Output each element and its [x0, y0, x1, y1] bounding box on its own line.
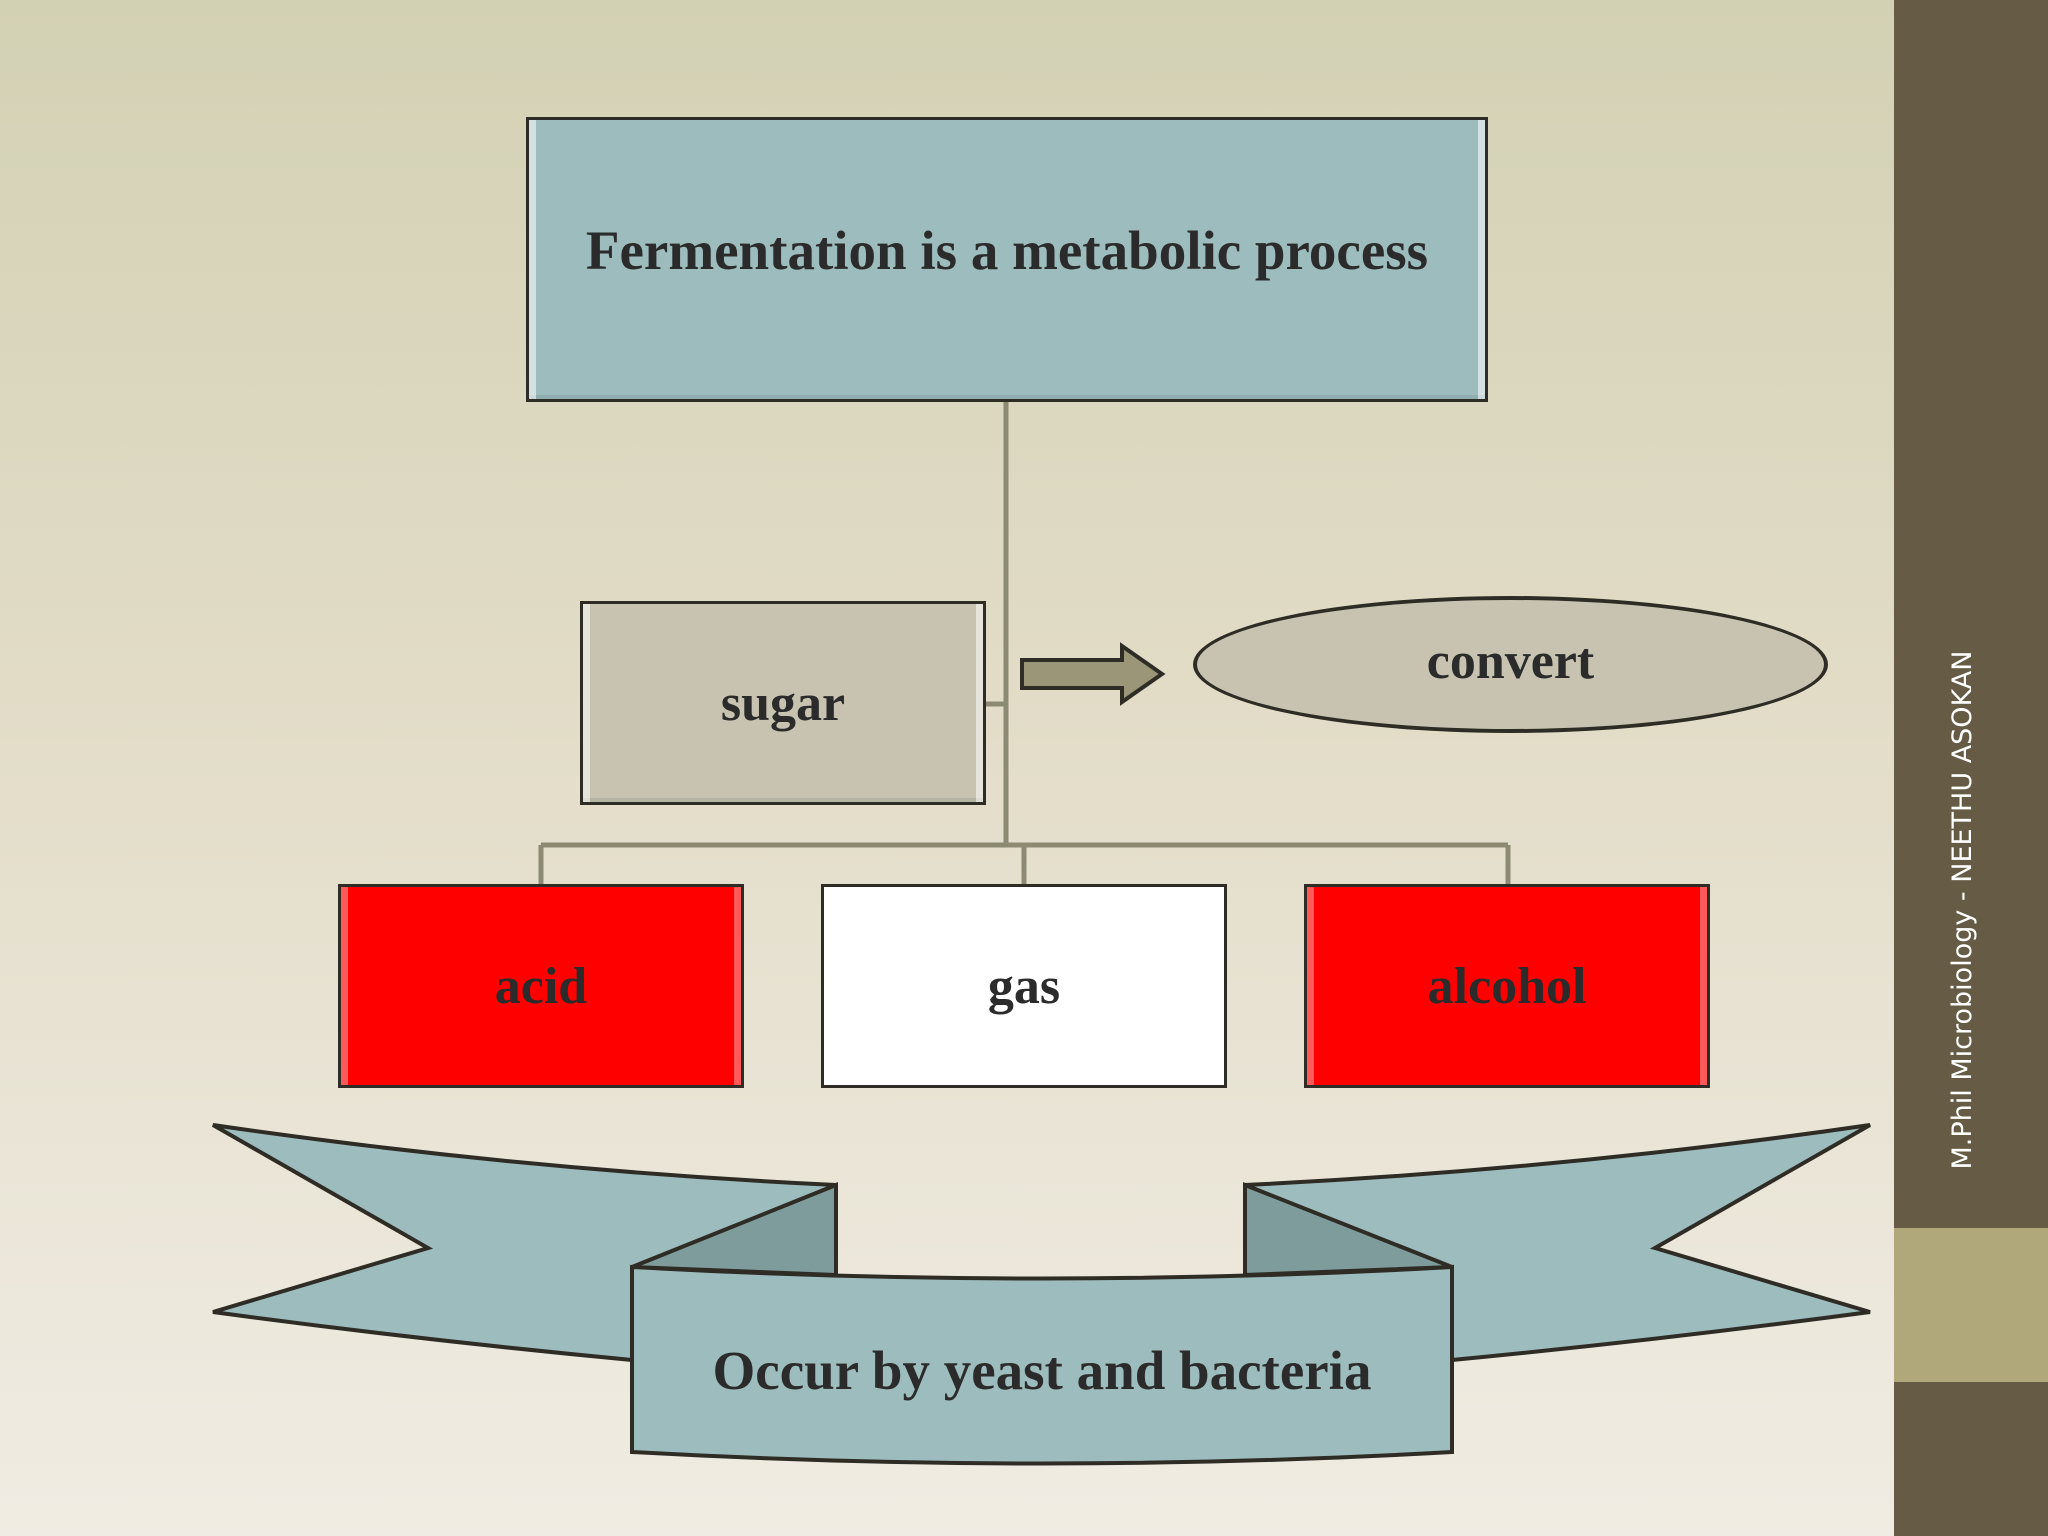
product-box-alcohol: alcohol	[1304, 884, 1710, 1088]
sugar-box: sugar	[580, 601, 986, 805]
right-arrow-icon	[1020, 642, 1166, 706]
banner-text: Occur by yeast and bacteria	[712, 1339, 1372, 1401]
connector-lines	[538, 402, 1511, 884]
ribbon-banner	[212, 1123, 1871, 1466]
title-box: Fermentation is a metabolic process	[526, 117, 1488, 402]
product-box-acid: acid	[338, 884, 744, 1088]
sidebar-accent-block	[1894, 1228, 2048, 1382]
convert-ellipse: convert	[1193, 596, 1828, 733]
product-box-gas: gas	[821, 884, 1227, 1088]
ribbon-center	[630, 1264, 1454, 1466]
